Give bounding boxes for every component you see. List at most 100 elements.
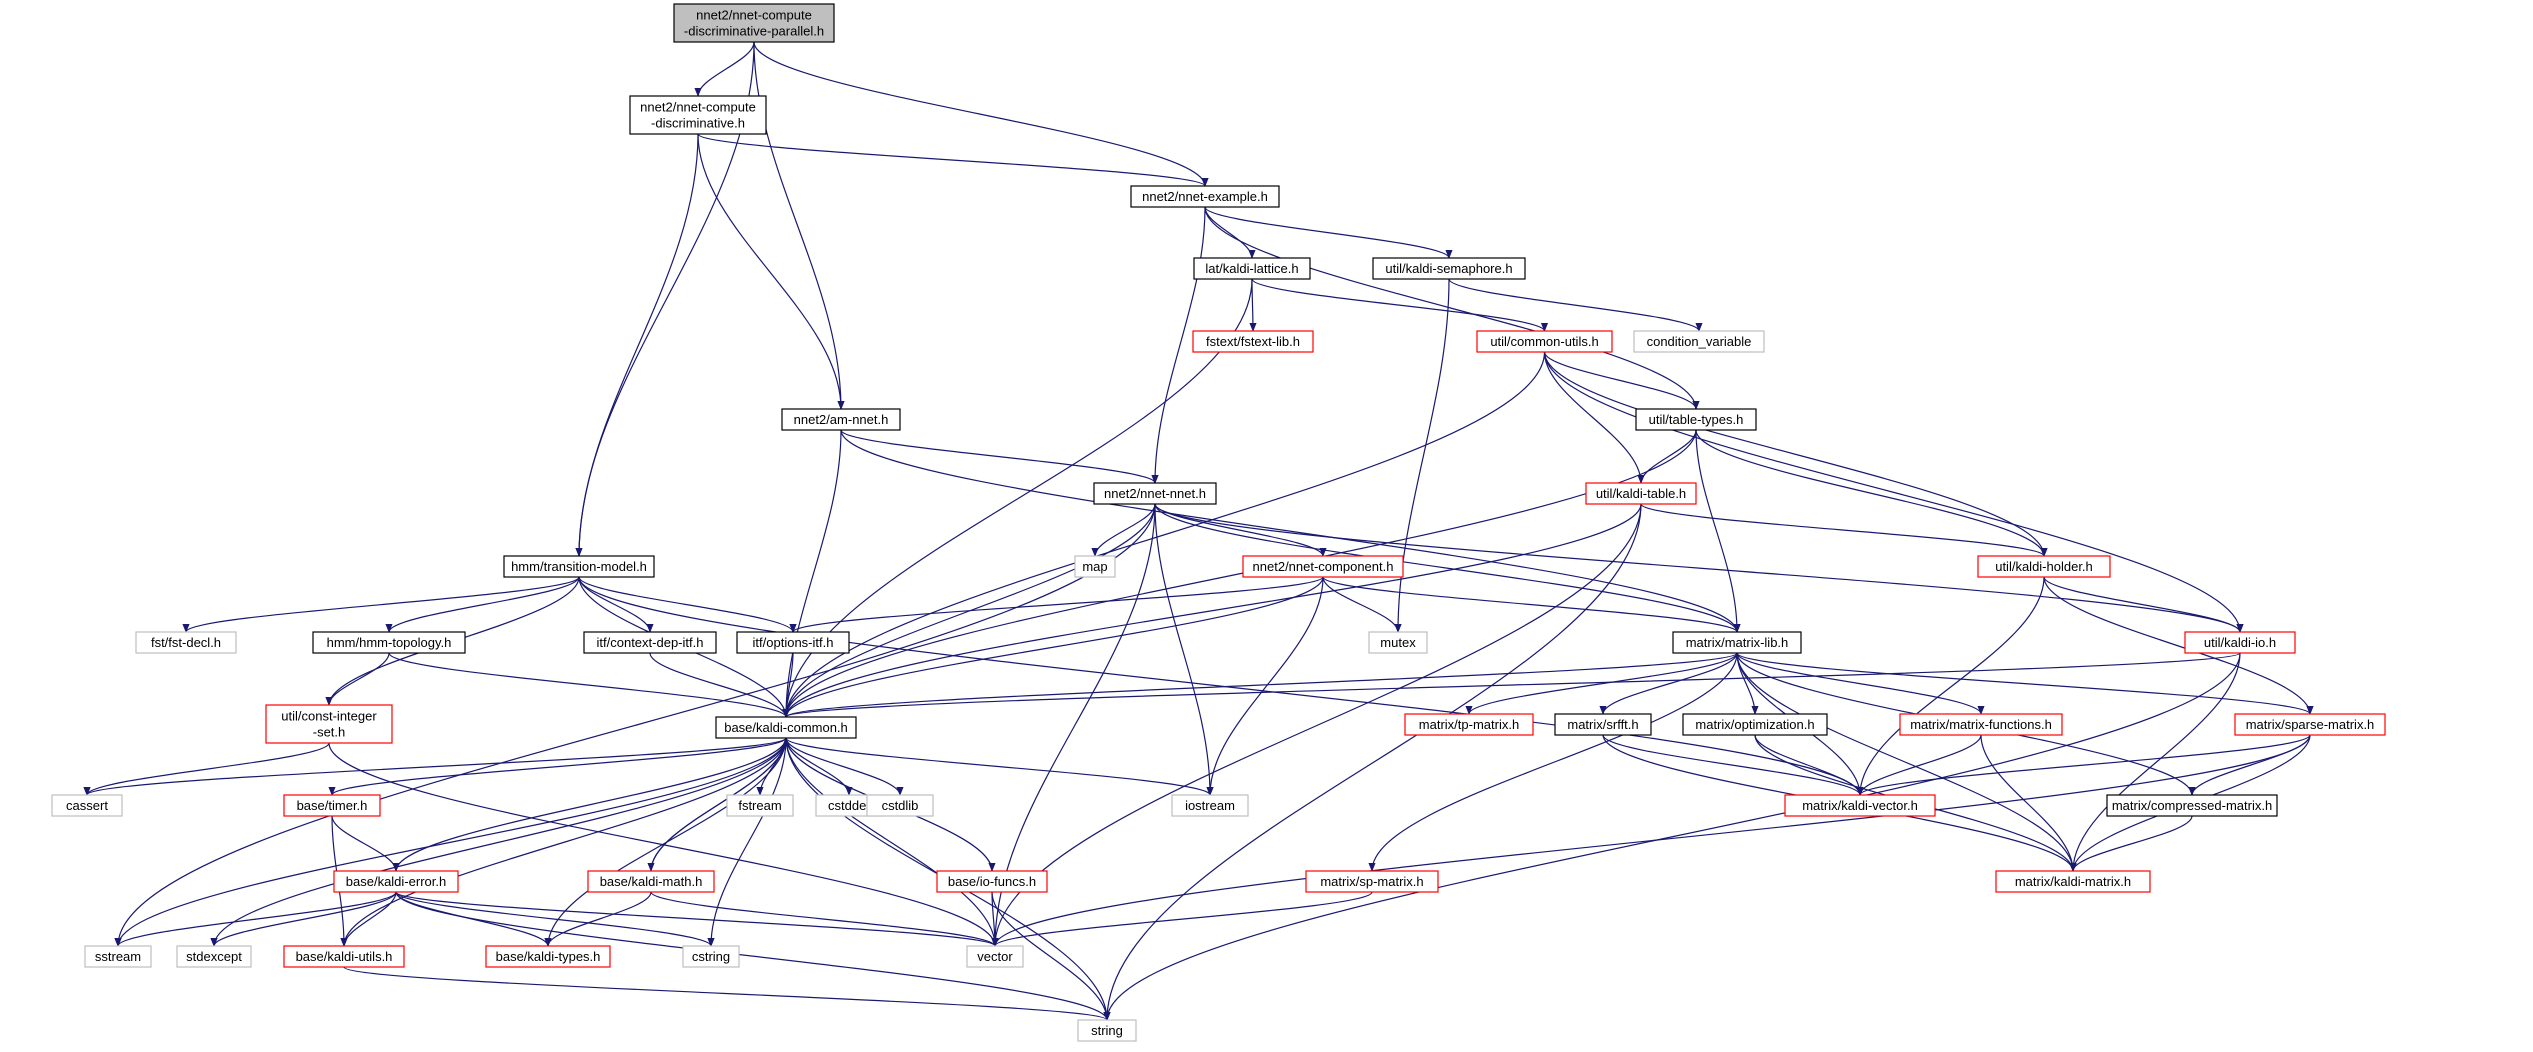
node-label: util/table-types.h: [1649, 412, 1744, 427]
node-sp_matrix[interactable]: matrix/sp-matrix.h: [1305, 870, 1439, 893]
node-compressed_matrix[interactable]: matrix/compressed-matrix.h: [2106, 794, 2278, 817]
edge-table_types-to-kaldi_table: [1637, 429, 1697, 484]
edge-kaldi_common-to-timer: [328, 737, 787, 796]
node-box: [682, 945, 740, 968]
node-common_utils[interactable]: util/common-utils.h: [1476, 330, 1613, 353]
edge-sparse_matrix-to-vector: [991, 734, 2311, 947]
node-am_nnet[interactable]: nnet2/am-nnet.h: [781, 408, 901, 431]
node-kaldi_holder[interactable]: util/kaldi-holder.h: [1977, 555, 2111, 578]
node-srfft[interactable]: matrix/srfft.h: [1554, 713, 1652, 736]
edge-srfft-to-kaldi_vector: [1602, 734, 1864, 796]
node-timer[interactable]: base/timer.h: [283, 794, 381, 817]
node-label: base/kaldi-math.h: [600, 874, 703, 889]
node-label: nnet2/nnet-nnet.h: [1104, 486, 1206, 501]
node-nnet_example[interactable]: nnet2/nnet-example.h: [1130, 185, 1280, 208]
node-box: [1476, 330, 1613, 353]
node-sparse_matrix[interactable]: matrix/sparse-matrix.h: [2234, 713, 2386, 736]
node-box: [1193, 257, 1311, 280]
edge-nnet_example-to-kaldi_lattice: [1204, 206, 1256, 259]
edge-common_utils-to-kaldi_table: [1543, 351, 1645, 484]
node-box: [135, 631, 237, 654]
edge-kaldi_common-to-cstring: [707, 737, 787, 947]
edge-ncd-to-transition_model: [575, 133, 699, 557]
node-kaldi_vector[interactable]: matrix/kaldi-vector.h: [1784, 794, 1936, 817]
edge-common_utils-to-table_types: [1543, 351, 1700, 410]
edge-nnet_nnet-to-map: [1091, 503, 1156, 557]
node-label: base/kaldi-utils.h: [296, 949, 393, 964]
edge-kaldi_semaphore-to-mutex: [1394, 278, 1450, 633]
edge-kaldi_io-to-string: [1103, 652, 2241, 1021]
node-box: [1672, 631, 1802, 654]
edge-matrix_lib-to-matrix_functions: [1736, 652, 1985, 715]
node-stdexcept: stdexcept: [176, 945, 252, 968]
node-kaldi_table[interactable]: util/kaldi-table.h: [1585, 482, 1697, 505]
edge-matrix_lib-to-sp_matrix: [1368, 652, 1738, 872]
edge-nnet_component-to-options_itf: [789, 576, 1324, 633]
node-tp_matrix[interactable]: matrix/tp-matrix.h: [1404, 713, 1534, 736]
node-box: [781, 408, 901, 431]
edge-kaldi_math-to-kaldi_common: [650, 737, 790, 872]
edge-kaldi_common-to-cstddef: [785, 737, 853, 796]
node-context_dep_itf[interactable]: itf/context-dep-itf.h: [583, 631, 717, 654]
node-kaldi_matrix[interactable]: matrix/kaldi-matrix.h: [1995, 870, 2151, 893]
node-fstream: fstream: [726, 794, 794, 817]
node-options_itf[interactable]: itf/options-itf.h: [736, 631, 850, 654]
node-kaldi_common[interactable]: base/kaldi-common.h: [715, 716, 857, 739]
node-box: [2234, 713, 2386, 736]
node-fstext_lib[interactable]: fstext/fstext-lib.h: [1192, 330, 1314, 353]
node-matrix_lib[interactable]: matrix/matrix-lib.h: [1672, 631, 1802, 654]
node-box: [283, 794, 381, 817]
edge-root-to-nnet_example: [753, 41, 1209, 187]
node-box: [1585, 482, 1697, 505]
node-hmm_topology[interactable]: hmm/hmm-topology.h: [312, 631, 466, 654]
node-label: stdexcept: [186, 949, 242, 964]
node-cstring: cstring: [682, 945, 740, 968]
node-transition_model[interactable]: hmm/transition-model.h: [503, 555, 655, 578]
node-kaldi_lattice[interactable]: lat/kaldi-lattice.h: [1193, 257, 1311, 280]
node-matrix_functions[interactable]: matrix/matrix-functions.h: [1899, 713, 2063, 736]
node-label: fstream: [738, 798, 781, 813]
edge-root-to-ncd: [694, 41, 755, 97]
node-label: matrix/sparse-matrix.h: [2246, 717, 2375, 732]
edge-table_types-to-matrix_lib: [1695, 429, 1741, 633]
node-label: map: [1082, 559, 1107, 574]
node-kaldi_semaphore[interactable]: util/kaldi-semaphore.h: [1372, 257, 1526, 280]
node-io_funcs[interactable]: base/io-funcs.h: [936, 870, 1048, 893]
node-label: lat/kaldi-lattice.h: [1205, 261, 1298, 276]
node-optimization[interactable]: matrix/optimization.h: [1682, 713, 1828, 736]
node-ncd[interactable]: nnet2/nnet-compute-discriminative.h: [629, 95, 767, 135]
node-label: cstdlib: [882, 798, 919, 813]
node-box: [866, 794, 934, 817]
node-kaldi_types[interactable]: base/kaldi-types.h: [485, 945, 611, 968]
node-root[interactable]: nnet2/nnet-compute-discriminative-parall…: [673, 3, 835, 43]
edge-nnet_nnet-to-matrix_lib: [1154, 503, 1741, 633]
node-cstdlib: cstdlib: [866, 794, 934, 817]
edge-kaldi_error-to-vector: [395, 891, 999, 947]
node-box: [265, 704, 393, 744]
node-layer: nnet2/nnet-compute-discriminative-parall…: [51, 3, 2386, 1042]
node-box: [1130, 185, 1280, 208]
node-label: fst/fst-decl.h: [151, 635, 221, 650]
node-label: base/kaldi-common.h: [724, 720, 848, 735]
edge-sparse_matrix-to-compressed_matrix: [2188, 734, 2311, 796]
edge-matrix_functions-to-kaldi_matrix: [1980, 734, 2077, 872]
node-string: string: [1077, 1019, 1137, 1042]
edge-kaldi_common-to-kaldi_error: [392, 737, 787, 872]
node-box: [583, 631, 717, 654]
node-label: matrix/matrix-lib.h: [1686, 635, 1789, 650]
node-kaldi_io[interactable]: util/kaldi-io.h: [2184, 631, 2296, 654]
node-label: fstext/fstext-lib.h: [1206, 334, 1300, 349]
node-map: map: [1074, 555, 1116, 578]
node-nnet_nnet[interactable]: nnet2/nnet-nnet.h: [1093, 482, 1217, 505]
node-kaldi_math[interactable]: base/kaldi-math.h: [587, 870, 715, 893]
node-label: nnet2/nnet-component.h: [1253, 559, 1394, 574]
node-kaldi_error[interactable]: base/kaldi-error.h: [333, 870, 459, 893]
node-const_integer_set[interactable]: util/const-integer-set.h: [265, 704, 393, 744]
node-label: nnet2/nnet-example.h: [1142, 189, 1268, 204]
node-table_types[interactable]: util/table-types.h: [1635, 408, 1757, 431]
node-nnet_component[interactable]: nnet2/nnet-component.h: [1242, 555, 1404, 578]
node-kaldi_utils[interactable]: base/kaldi-utils.h: [283, 945, 405, 968]
edge-kaldi_lattice-to-common_utils: [1251, 278, 1548, 332]
edge-kaldi_error-to-kaldi_utils: [340, 891, 397, 947]
